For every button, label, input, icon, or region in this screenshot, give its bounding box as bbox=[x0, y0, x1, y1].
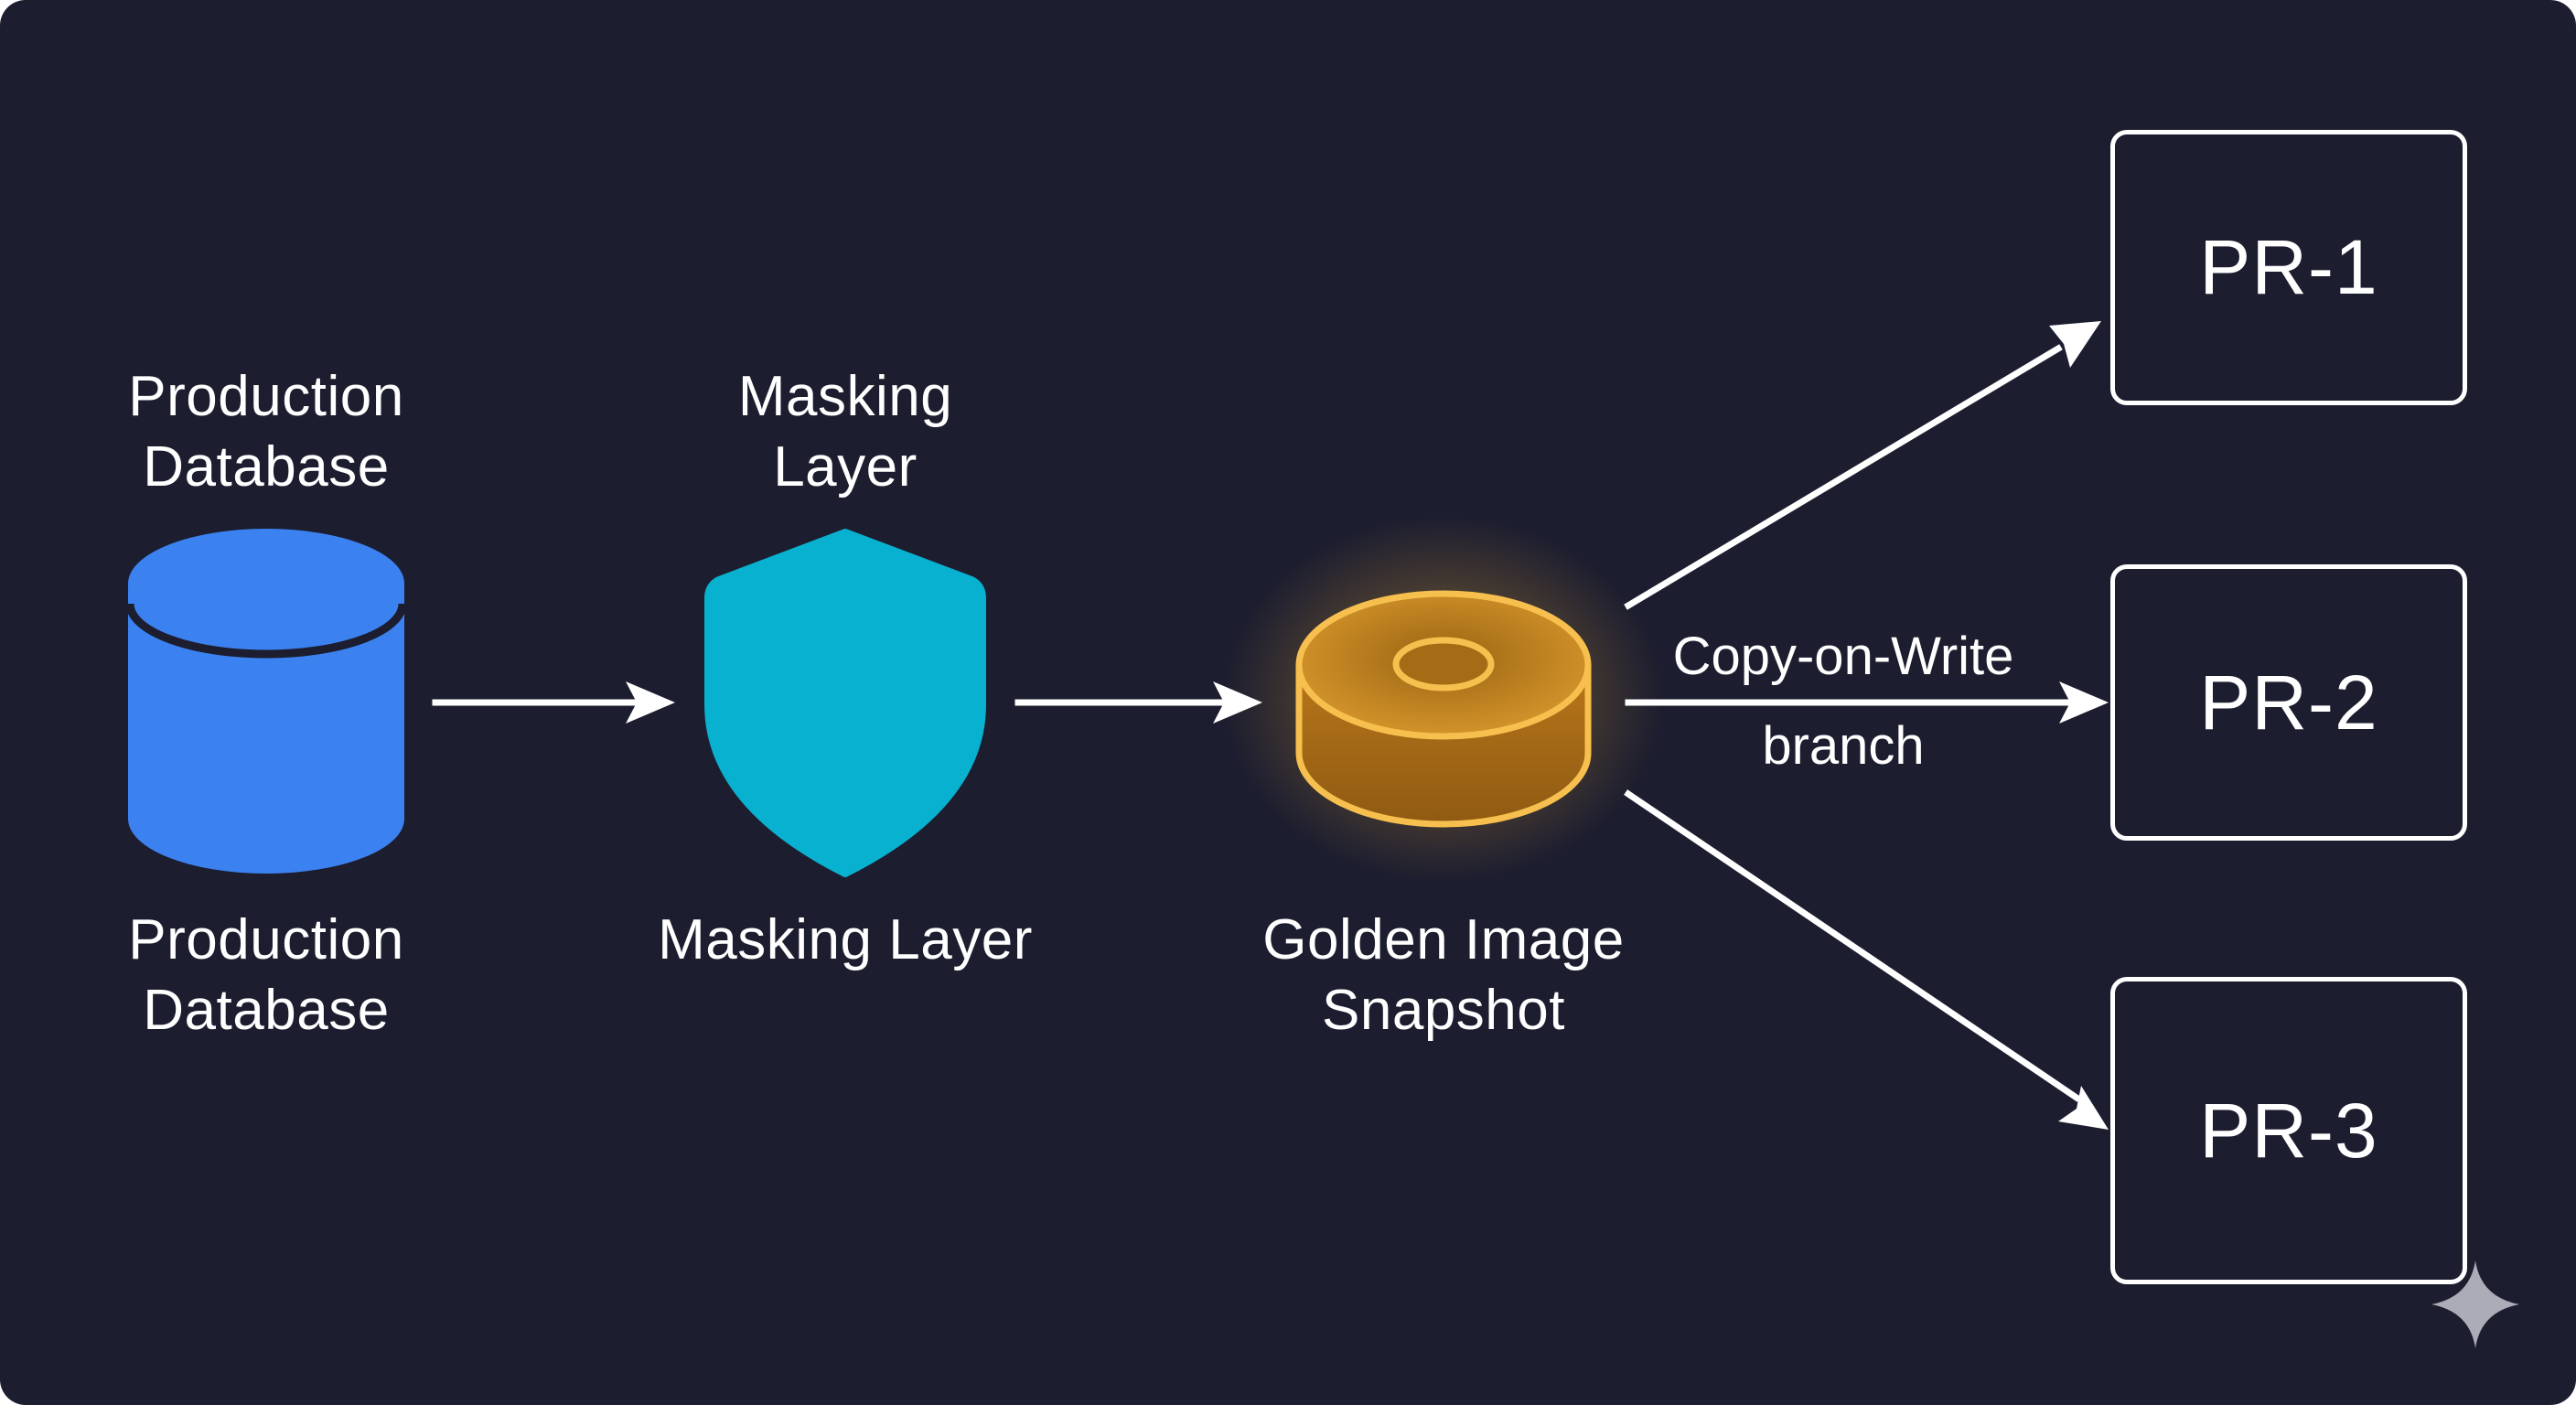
arrowhead-pr3 bbox=[2058, 1086, 2109, 1130]
pr-box-2: PR-2 bbox=[2110, 564, 2467, 841]
pr-box-3: PR-3 bbox=[2110, 977, 2467, 1284]
shield-icon bbox=[704, 529, 986, 877]
disk-snapshot-icon bbox=[1224, 516, 1663, 882]
arrowhead-pr2 bbox=[2059, 681, 2109, 724]
edge-label-line1: Copy-on-Write bbox=[1672, 627, 2014, 686]
arrowhead-pr1 bbox=[2049, 321, 2101, 368]
production-database-bottom-label: Production Database bbox=[128, 908, 404, 1042]
masking-layer-bottom-label: Masking Layer bbox=[658, 908, 1033, 971]
edge-label-line2: branch bbox=[1762, 716, 1925, 776]
masking-layer-top-label: Masking Layer bbox=[737, 365, 953, 499]
arrowhead-mask bbox=[626, 681, 675, 724]
arrowheads bbox=[626, 321, 2109, 1130]
pr-label: PR-2 bbox=[2199, 659, 2378, 745]
pr-box-1: PR-1 bbox=[2110, 130, 2467, 405]
pr-label: PR-1 bbox=[2199, 224, 2378, 310]
pr-label: PR-3 bbox=[2199, 1087, 2378, 1174]
golden-image-snapshot-label: Golden Image Snapshot bbox=[1262, 908, 1625, 1042]
database-icon bbox=[125, 529, 407, 874]
arrow-snapshot-to-pr1 bbox=[1624, 344, 2063, 610]
arrowhead-snapshot bbox=[1213, 681, 1262, 724]
arrow-snapshot-to-pr3 bbox=[1624, 789, 2081, 1102]
sparkle-icon bbox=[2431, 1260, 2519, 1348]
production-database-top-label: Production Database bbox=[128, 365, 404, 499]
